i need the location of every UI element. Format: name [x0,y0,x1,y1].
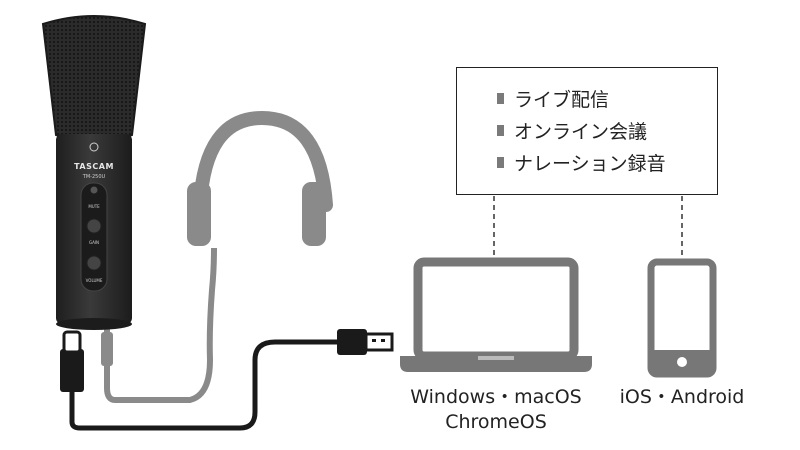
usecase-box: ライブ配信 オンライン会議 ナレーション録音 [456,67,718,195]
bullet-icon [497,157,504,168]
usb-c-plug-icon [60,330,84,392]
laptop-icon [400,257,592,372]
usecase-item-label: オンライン会議 [514,121,648,143]
mic-mute-label: MUTE [88,204,100,209]
usecase-item-label: ナレーション録音 [514,153,666,175]
mic-volume-label: VOLUME [85,278,103,283]
usecase-item: ナレーション録音 [497,150,666,178]
usecase-item: オンライン会議 [497,118,647,146]
mic-gain-label: GAIN [88,240,99,245]
mobile-os-label: iOS・Android [619,386,745,408]
computer-os-line2: ChromeOS [445,411,547,433]
bullet-icon [497,93,504,104]
microphone-icon [41,15,147,330]
headphone-plug-icon [101,325,113,366]
headphones-icon [104,110,333,403]
mic-brand-label: TASCAM [74,162,114,171]
computer-os-line1: Windows・macOS [410,386,582,408]
bullet-icon [497,125,504,136]
mic-model-label: TM-250U [82,174,106,180]
usb-cable-icon [69,329,394,431]
smartphone-icon [647,258,717,378]
usecase-item: ライブ配信 [497,86,609,114]
usecase-item-label: ライブ配信 [514,89,610,111]
computer-os-label: Windows・macOS ChromeOS [398,385,594,435]
